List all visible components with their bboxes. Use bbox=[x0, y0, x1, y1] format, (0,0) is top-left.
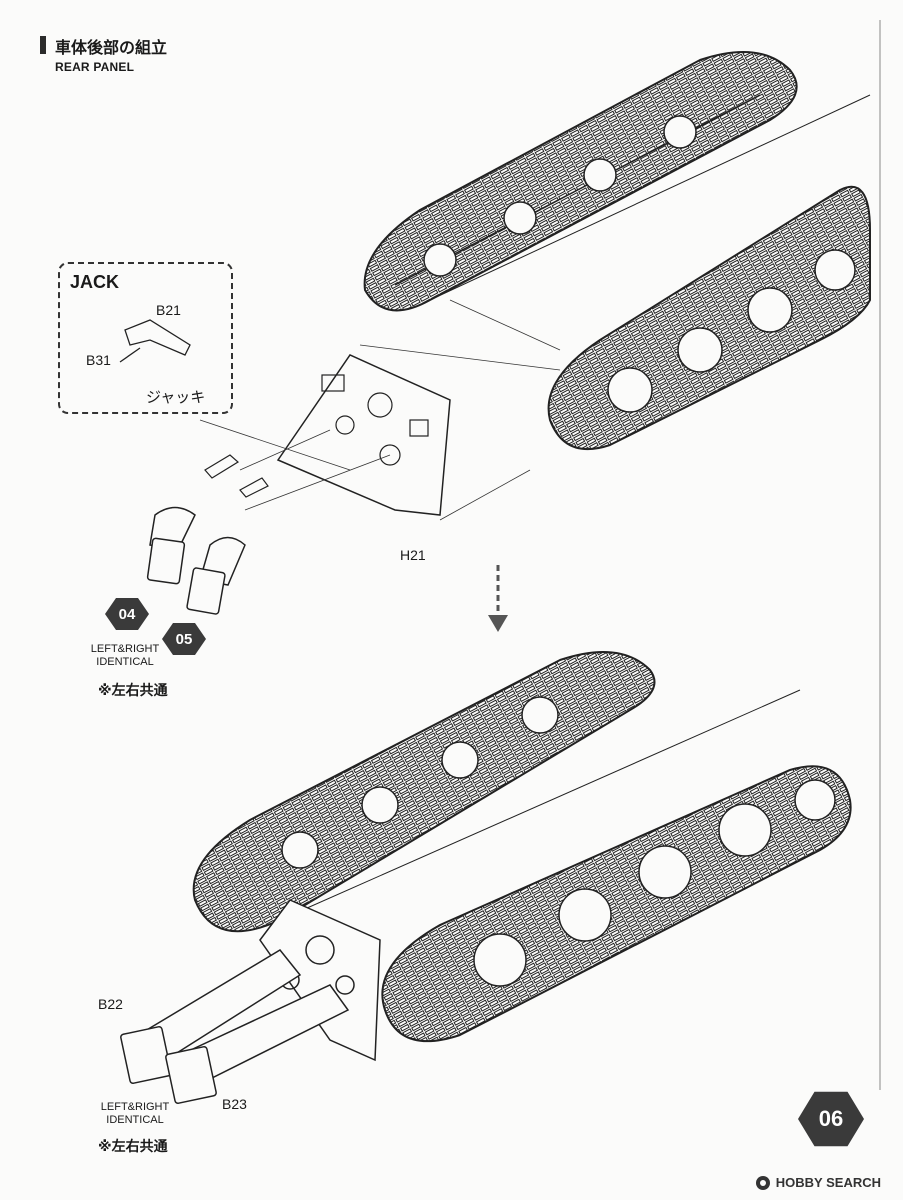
part-label-b22: B22 bbox=[98, 996, 123, 1012]
part-label-b21: B21 bbox=[156, 302, 181, 318]
jack-inset: JACK B21 B31 ジャッキ bbox=[58, 262, 233, 414]
part-label-b31: B31 bbox=[86, 352, 111, 368]
watermark: HOBBY SEARCH bbox=[755, 1175, 881, 1190]
part-label-b23: B23 bbox=[222, 1096, 247, 1112]
page-title-jp: 車体後部の組立 bbox=[55, 38, 168, 57]
identical-note-top: LEFT&RIGHT IDENTICAL bbox=[90, 643, 160, 668]
hobby-search-logo-icon bbox=[755, 1175, 770, 1190]
top-right-track bbox=[547, 185, 871, 451]
header-marker bbox=[40, 36, 46, 54]
assembly-arrow bbox=[488, 565, 508, 632]
top-left-track bbox=[363, 51, 798, 312]
common-note-bottom: ※左右共通 bbox=[98, 1139, 168, 1155]
part-badge-05: 05 bbox=[162, 623, 206, 655]
bottom-rear-panel bbox=[259, 899, 381, 1062]
page-title-en: REAR PANEL bbox=[55, 60, 135, 74]
jack-title: JACK bbox=[70, 272, 120, 292]
common-note-top: ※左右共通 bbox=[98, 683, 168, 699]
bottom-right-track bbox=[381, 765, 852, 1043]
bottom-mufflers bbox=[120, 949, 350, 1105]
jack-part-drawing bbox=[119, 319, 191, 363]
bottom-left-track bbox=[192, 651, 656, 933]
mufflers-04-05 bbox=[146, 506, 246, 615]
identical-note-bottom: LEFT&RIGHT IDENTICAL bbox=[100, 1101, 170, 1126]
part-badge-04: 04 bbox=[105, 598, 149, 630]
part-label-h21: H21 bbox=[400, 547, 426, 563]
rear-panel-h21 bbox=[276, 354, 451, 516]
jack-caption: ジャッキ bbox=[146, 388, 206, 406]
small-brackets bbox=[204, 454, 269, 498]
watermark-text: HOBBY SEARCH bbox=[775, 1175, 881, 1190]
guide-lines bbox=[199, 299, 561, 521]
